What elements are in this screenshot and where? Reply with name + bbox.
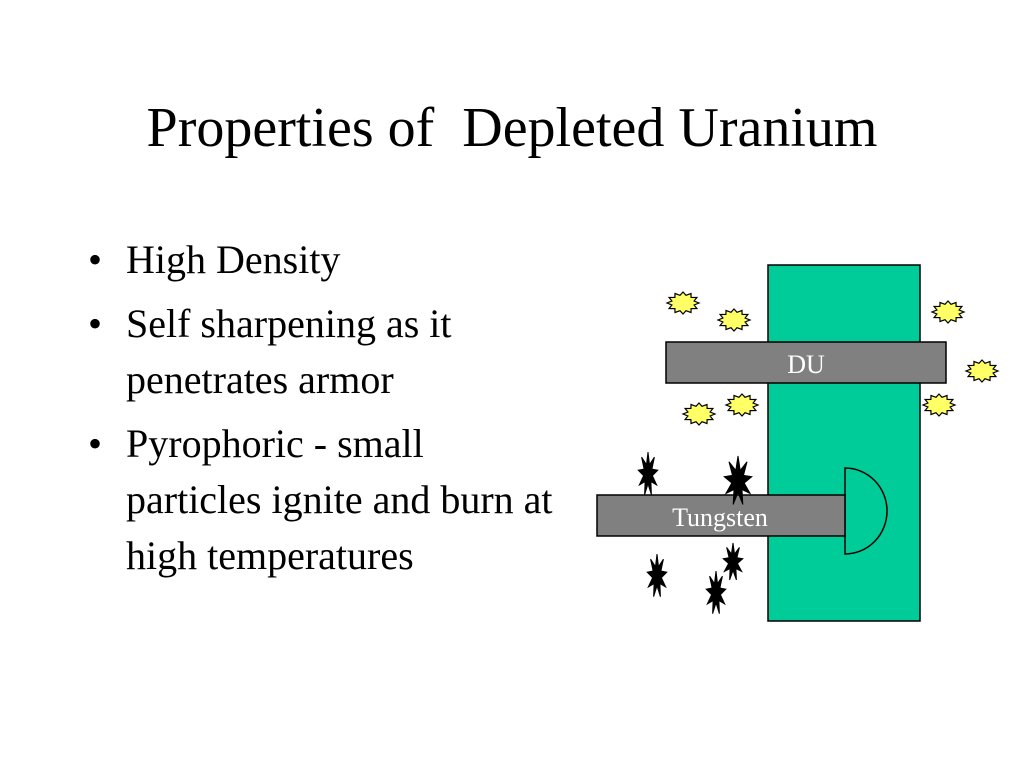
spark-icon xyxy=(665,291,701,315)
bullet-text: Self sharpening as it penetrates armor xyxy=(126,301,452,402)
spark-icon xyxy=(716,308,752,332)
bullet-list: • High Density • Self sharpening as it p… xyxy=(86,232,556,592)
bullet-item: • High Density xyxy=(86,232,556,288)
tungsten-rod xyxy=(596,494,846,537)
debris-icon xyxy=(722,542,744,581)
spark-icon xyxy=(964,359,1000,383)
debris-icon xyxy=(646,553,668,597)
du-rod xyxy=(665,341,947,384)
debris-icon xyxy=(637,451,659,495)
spark-icon xyxy=(724,393,760,417)
spark-icon xyxy=(921,393,957,417)
bullet-item: • Self sharpening as it penetrates armor xyxy=(86,296,556,408)
tungsten-blunt-tip xyxy=(844,467,888,555)
bullet-item: • Pyrophoric - small particles ignite an… xyxy=(86,416,556,584)
bullet-marker: • xyxy=(88,421,103,466)
debris-icon xyxy=(723,455,753,505)
debris-icon xyxy=(705,570,727,614)
bullet-marker: • xyxy=(88,301,103,346)
du-label: DU xyxy=(787,350,825,379)
tungsten-label: Tungsten xyxy=(672,503,768,532)
spark-icon xyxy=(681,402,717,426)
armor-plate xyxy=(767,264,921,622)
bullet-marker: • xyxy=(88,237,103,282)
bullet-text: Pyrophoric - small particles ignite and … xyxy=(126,421,553,578)
slide-title: Properties of Depleted Uranium xyxy=(146,97,878,159)
spark-icon xyxy=(930,300,966,324)
bullet-text: High Density xyxy=(126,237,341,282)
